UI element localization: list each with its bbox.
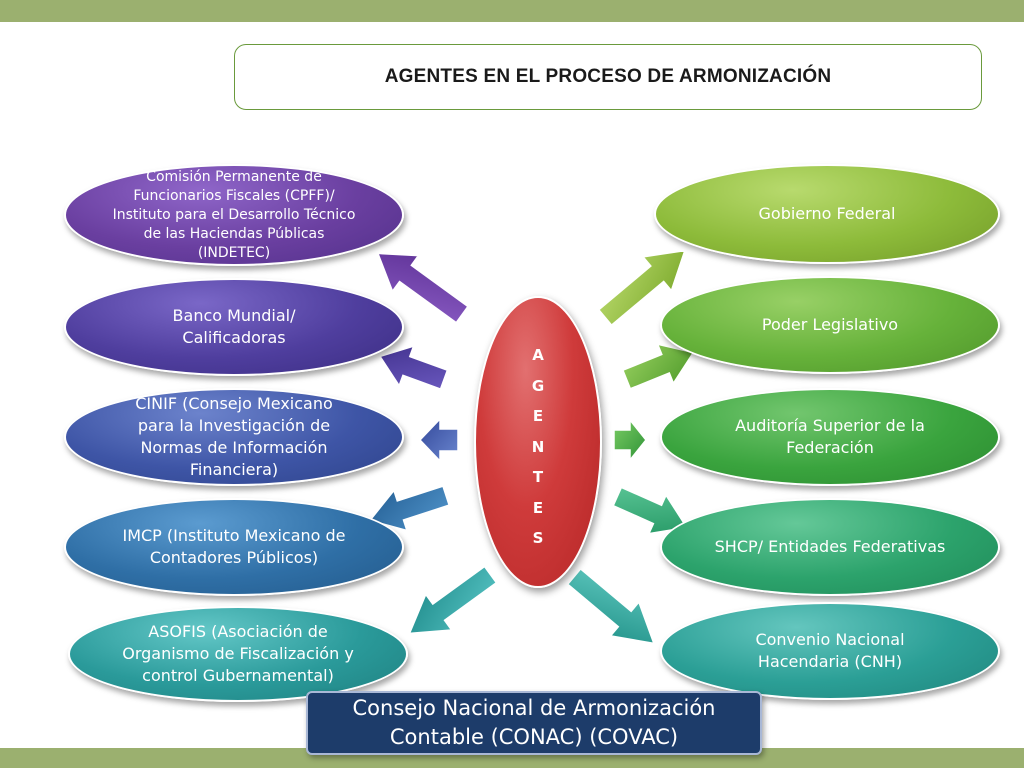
center-letter: S (532, 529, 544, 547)
agent-asofis-label: ASOFIS (Asociación de Organismo de Fisca… (122, 622, 354, 685)
center-letter: G (531, 376, 545, 395)
agent-banco-mundial-oval: Banco Mundial/ Calificadoras (64, 278, 404, 376)
arrow-to-cpff (376, 252, 469, 324)
top-band (0, 0, 1024, 22)
agent-poder-legislativo-label: Poder Legislativo (761, 315, 899, 334)
bottom-band (0, 748, 1024, 768)
center-letter: E (532, 407, 544, 425)
arrow-to-cinif (418, 417, 459, 463)
agent-cinif-oval: CINIF (Consejo Mexicano para la Investig… (64, 388, 404, 486)
agent-auditoria-oval: Auditoría Superior de la Federación (660, 388, 1000, 486)
agentes-vertical-text: A G E N T E S (476, 340, 600, 554)
page-title: AGENTES EN EL PROCESO DE ARMONIZACIÓN (384, 66, 832, 87)
agent-shcp-oval: SHCP/ Entidades Federativas (660, 498, 1000, 596)
agent-gobierno-federal-label: Gobierno Federal (758, 204, 896, 223)
center-letter: T (532, 468, 544, 486)
agent-cinif-label: CINIF (Consejo Mexicano para la Investig… (135, 394, 333, 479)
center-letter: A (532, 346, 544, 364)
arrow-to-asofis (408, 565, 498, 635)
agent-poder-legislativo-oval: Poder Legislativo (660, 276, 1000, 374)
arrow-to-gobierno-federal (597, 249, 686, 327)
agentes-center-oval: A G E N T E S (474, 296, 602, 588)
conac-footer-label: Consejo Nacional de Armonización Contabl… (352, 696, 716, 749)
agent-banco-mundial-label: Banco Mundial/ Calificadoras (172, 306, 296, 347)
agent-imcp-label: IMCP (Instituto Mexicano de Contadores P… (122, 526, 346, 567)
center-letter: E (532, 498, 544, 517)
agent-auditoria-label: Auditoría Superior de la Federación (735, 416, 925, 457)
agent-cpff-oval: Comisión Permanente de Funcionarios Fisc… (64, 164, 404, 266)
arrow-to-cnh (566, 567, 655, 645)
agent-cpff-label: Comisión Permanente de Funcionarios Fisc… (112, 168, 356, 261)
agent-cnh-label: Convenio Nacional Hacendaria (CNH) (755, 630, 905, 671)
agent-imcp-oval: IMCP (Instituto Mexicano de Contadores P… (64, 498, 404, 596)
arrow-to-poder-legislativo (621, 343, 695, 390)
arrow-to-imcp (368, 485, 451, 532)
conac-footer-box: Consejo Nacional de Armonización Contabl… (306, 691, 762, 755)
arrow-to-auditoria (613, 417, 647, 463)
arrow-to-banco-mundial (378, 345, 449, 390)
agent-shcp-label: SHCP/ Entidades Federativas (714, 537, 946, 556)
agent-asofis-oval: ASOFIS (Asociación de Organismo de Fisca… (68, 606, 408, 702)
title-box: AGENTES EN EL PROCESO DE ARMONIZACIÓN (234, 44, 982, 110)
agent-gobierno-federal-oval: Gobierno Federal (654, 164, 1000, 264)
agent-cnh-oval: Convenio Nacional Hacendaria (CNH) (660, 602, 1000, 700)
center-letter: N (531, 437, 545, 456)
